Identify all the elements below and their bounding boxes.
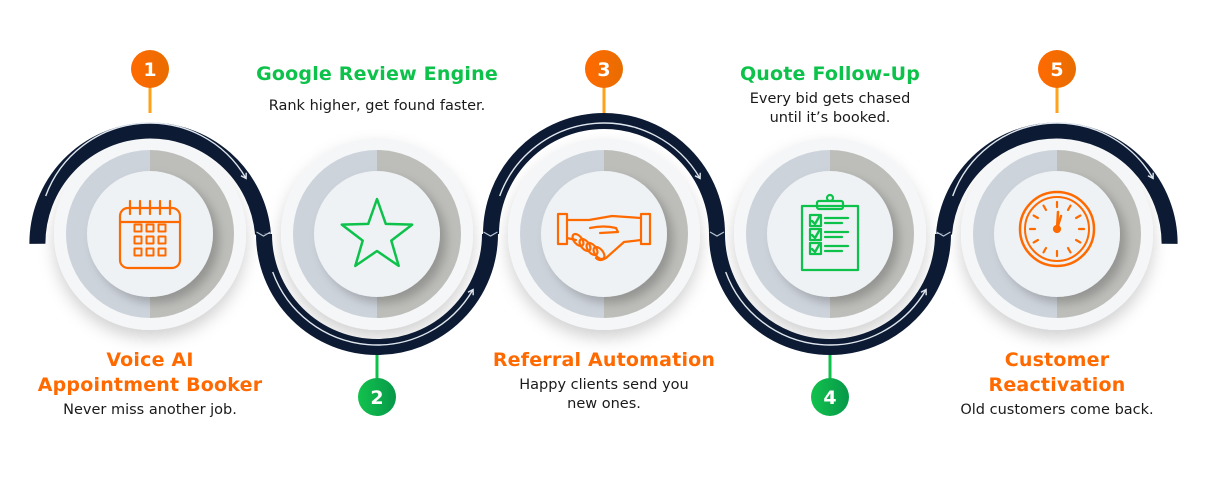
flow-arrow-icon xyxy=(1147,172,1154,180)
path-segment-2 xyxy=(256,233,498,355)
step-description: Never miss another job. xyxy=(63,402,237,418)
badge-circle xyxy=(131,50,169,88)
badge-number: 1 xyxy=(143,59,156,81)
inner-disk xyxy=(767,171,893,297)
flow-line xyxy=(272,271,474,346)
step-3-badge: 3 xyxy=(585,50,623,113)
step-title: Quote Follow-Up xyxy=(739,63,921,85)
path-segment-5 xyxy=(936,122,1178,244)
step-title: Customer xyxy=(1004,349,1110,371)
path-seam xyxy=(483,231,498,237)
flow-line xyxy=(952,122,1154,197)
step-1-badge: 1 xyxy=(131,50,169,113)
path-segment-1 xyxy=(29,122,271,244)
step-title: Voice AI xyxy=(106,349,194,371)
step-description: until it’s booked. xyxy=(769,110,891,126)
badge-circle xyxy=(1038,50,1076,88)
step-description: new ones. xyxy=(567,396,641,412)
step-title: Reactivation xyxy=(988,374,1126,396)
step-title: Appointment Booker xyxy=(37,374,263,396)
step-2-circle xyxy=(281,138,473,330)
clipboard-checklist-icon xyxy=(800,193,860,272)
flow-arrow-icon xyxy=(694,172,701,180)
badge-number: 4 xyxy=(823,387,836,409)
star-icon xyxy=(340,197,414,268)
flow-arrow-icon xyxy=(467,288,474,296)
spacer xyxy=(256,87,498,97)
path-seam xyxy=(936,231,951,237)
step-3-circle xyxy=(508,138,700,330)
badge-number: 5 xyxy=(1050,59,1063,81)
step-description: Old customers come back. xyxy=(960,402,1154,418)
badge-circle xyxy=(585,50,623,88)
flow-line xyxy=(725,271,927,346)
badge-circle xyxy=(811,378,849,416)
clock-icon xyxy=(1018,190,1096,268)
step-5-badge: 5 xyxy=(1038,50,1076,113)
inner-disk xyxy=(541,171,667,297)
step-title: Referral Automation xyxy=(492,349,716,371)
path-seam xyxy=(709,231,725,237)
step-5-circle xyxy=(961,138,1153,330)
inner-disk xyxy=(994,171,1120,297)
step-description: Every bid gets chased xyxy=(749,91,911,107)
inner-disk xyxy=(314,171,440,297)
inner-disk xyxy=(87,171,213,297)
step-2-badge: 2 xyxy=(358,355,396,416)
flow-arrow-icon xyxy=(240,172,247,180)
handshake-icon xyxy=(556,212,652,262)
path-segment-3 xyxy=(483,113,725,235)
step-1-circle xyxy=(54,138,246,330)
badge-number: 2 xyxy=(370,387,383,409)
badge-circle xyxy=(358,378,396,416)
step-description: Happy clients send you xyxy=(519,377,689,393)
path-segment-4 xyxy=(709,233,951,355)
path-seam xyxy=(256,231,271,237)
step-4-circle xyxy=(734,138,926,330)
calendar-icon xyxy=(118,199,182,270)
flow-line xyxy=(499,122,701,197)
flow-line xyxy=(45,122,247,197)
badge-number: 3 xyxy=(597,59,610,81)
step-description: Rank higher, get found faster. xyxy=(268,98,486,114)
step-4-badge: 4 xyxy=(811,355,849,416)
step-title: Google Review Engine xyxy=(256,63,498,85)
flow-arrow-icon xyxy=(920,288,927,296)
